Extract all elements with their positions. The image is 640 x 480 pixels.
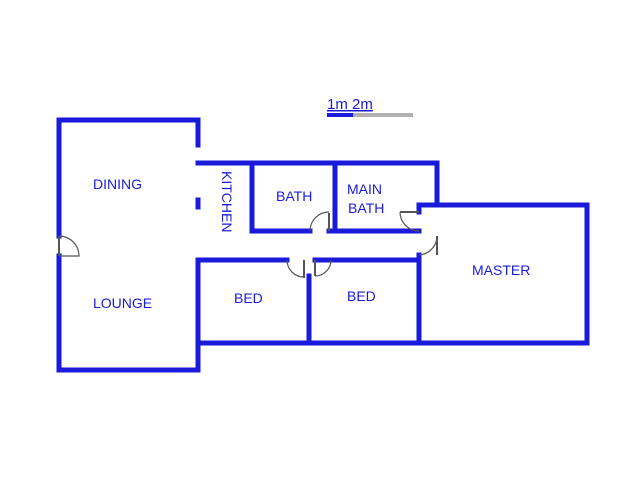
- bed2-door: [314, 259, 332, 277]
- wall-bath-left: [249, 160, 313, 234]
- room-label-dining: DINING: [93, 176, 142, 192]
- room-label-kitchen: KITCHEN: [219, 171, 235, 232]
- room-label-master: MASTER: [472, 262, 530, 278]
- wall-bath-top: [249, 160, 440, 208]
- room-label-main-bath-2: BATH: [348, 200, 384, 216]
- room-label-main-bath-1: MAIN: [347, 181, 382, 197]
- entrance-door: [58, 235, 80, 257]
- doors: [58, 211, 438, 278]
- wall-west-lower: [56, 253, 201, 373]
- wall-master-and-beds: [195, 202, 590, 346]
- room-label-lounge: LOUNGE: [93, 295, 152, 311]
- wall-dining-top: [56, 117, 201, 148]
- room-labels: DINING LOUNGE KITCHEN BATH MAIN BATH MAS…: [93, 171, 530, 311]
- scale-label: 1m 2m: [327, 96, 373, 113]
- walls: [56, 117, 590, 373]
- main-bath-door: [399, 211, 420, 232]
- bath-door: [309, 211, 330, 232]
- master-door: [418, 235, 438, 256]
- bed1-door: [286, 259, 305, 278]
- scale-bar: 1m 2m: [327, 96, 413, 117]
- room-label-bed-2: BED: [347, 288, 376, 304]
- room-label-bath: BATH: [276, 188, 312, 204]
- room-label-bed-1: BED: [234, 290, 263, 306]
